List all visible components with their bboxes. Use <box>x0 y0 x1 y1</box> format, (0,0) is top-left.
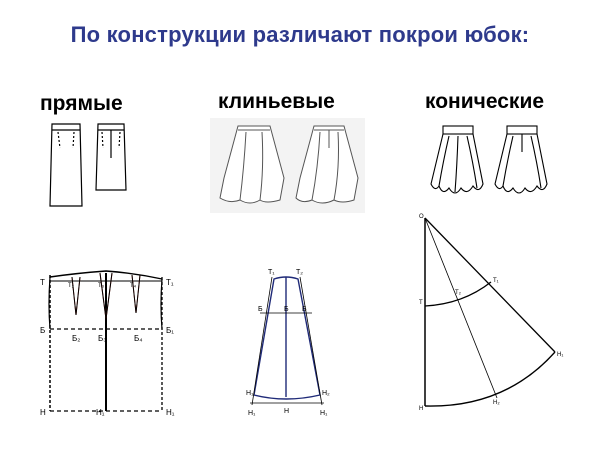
label-n-center: Н₁ <box>96 408 105 417</box>
straight-skirt-draft: Т Т₁ Б Б₁ Н Н₁ Н₁ Б₂ Б₃ Б₄ Т₂ Т₃ Т₄ <box>40 270 175 417</box>
conical-skirt-sketch <box>430 125 548 194</box>
conical-label-n: Н <box>419 406 423 412</box>
conical-label-n2: Н₂ <box>493 400 500 406</box>
gored-label-t1: Т₁ <box>268 269 275 276</box>
label-b1: Б₁ <box>166 326 174 335</box>
conical-label-t: Т <box>419 300 423 306</box>
label-t: Т <box>40 278 45 287</box>
gored-label-n4: Н₁ <box>248 410 256 417</box>
label-b2: Б₂ <box>72 334 80 343</box>
label-b4: Б₄ <box>134 334 143 343</box>
category-straight-label: прямые <box>40 92 123 115</box>
gored-skirt-sketch <box>210 118 365 213</box>
gored-label-b: Б <box>258 306 263 313</box>
label-t4: Т₄ <box>130 283 137 289</box>
gored-label-h1: Н₁ <box>246 390 254 397</box>
label-n1: Н₁ <box>166 408 175 417</box>
label-b3: Б₃ <box>98 334 107 343</box>
label-t1: Т₁ <box>166 278 174 287</box>
label-n: Н <box>40 408 46 417</box>
gored-label-t2: Т₂ <box>296 269 303 276</box>
label-t3: Т₃ <box>98 283 105 289</box>
category-conical-label: конические <box>425 90 545 113</box>
gored-label-b2: Б <box>302 306 307 313</box>
label-b: Б <box>40 326 45 335</box>
gored-skirt-draft: Т₁ Т₂ Б Б Б Н₁ Н₂ Н Н₁ Н₁ <box>246 269 330 417</box>
category-gored-label: клиньевые <box>218 90 335 113</box>
straight-skirt-sketch <box>49 123 127 207</box>
conical-label-o: О <box>419 214 424 220</box>
gored-label-n1: Н <box>284 408 289 415</box>
conical-skirt-draft: О Т Т₂ Т₁ Н Н₂ Н₁ <box>419 214 563 412</box>
slide-title: По конструкции различают покрои юбок: <box>70 22 530 47</box>
conical-label-n1: Н₁ <box>557 352 563 358</box>
conical-label-t2: Т₂ <box>455 290 462 296</box>
gored-label-n5: Н₁ <box>320 410 328 417</box>
gored-label-h2: Н₂ <box>322 390 330 397</box>
conical-label-t1: Т₁ <box>493 278 499 284</box>
label-t2: Т₂ <box>68 283 75 289</box>
gored-label-b1: Б <box>284 306 289 313</box>
